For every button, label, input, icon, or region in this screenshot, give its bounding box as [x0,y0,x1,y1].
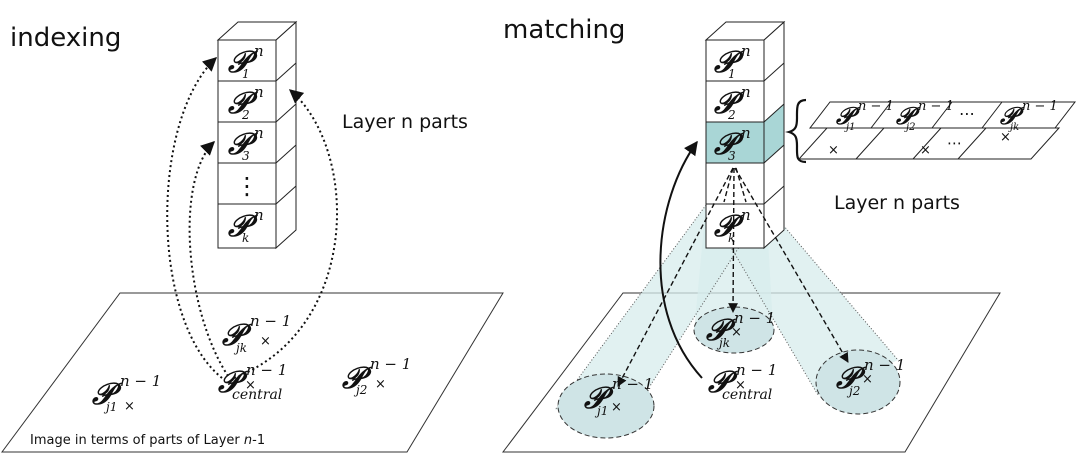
svg-text:n − 1: n − 1 [612,375,653,393]
svg-text:k: k [728,231,735,245]
svg-text:j2: j2 [353,383,367,397]
left-stack-cell: 𝒫 n 1 [217,39,277,82]
right-layer-label: Layer n parts [834,192,960,214]
svg-text:n: n [254,42,264,60]
svg-text:n − 1: n − 1 [734,309,775,327]
brace [785,98,807,164]
svg-text:×: × [260,334,271,349]
ellipse-j1 [557,373,655,439]
svg-text:n: n [741,42,751,60]
right-stack-cell-highlighted: 𝒫 n 3 [705,121,765,164]
svg-text:1: 1 [242,67,250,81]
svg-text:×: × [245,378,256,393]
svg-text:2: 2 [241,108,250,122]
svg-text:n − 1: n − 1 [246,361,287,379]
svg-text:j1: j1 [594,404,608,418]
svg-text:×: × [375,377,386,392]
indexing-heading: indexing [10,23,121,53]
left-stack-cell: 𝒫 n 3 [217,121,277,164]
left-stack-cell: ⋮ [217,162,277,205]
left-part-stack: 𝒫 n 1 𝒫 n 2 𝒫 n 3 ⋮ 𝒫 [216,20,298,250]
left-stack-cell: 𝒫 n 2 [217,80,277,123]
svg-text:j2: j2 [904,122,915,133]
table-bottom-cell: × [920,143,931,158]
svg-text:2: 2 [727,108,736,122]
svg-text:n: n [254,83,264,101]
right-stack-cell [705,162,765,205]
part-table: 𝒫 n − 1 j1 𝒫 n − 1 j2 ⋯ 𝒫 n − 1 jk × × ⋯… [797,99,1077,160]
svg-text:n: n [741,206,751,224]
svg-text:n − 1: n − 1 [864,356,905,374]
svg-text:n: n [741,124,751,142]
matching-panel: matching Layer n parts [501,15,1077,453]
table-bottom-cell: × [1000,130,1011,145]
svg-text:3: 3 [728,149,736,163]
svg-text:j2: j2 [846,384,860,398]
matching-dashed-arrows [617,167,849,387]
svg-text:jk: jk [233,341,247,355]
ellipse-jk [693,306,775,354]
svg-text:n − 1: n − 1 [120,372,161,390]
svg-text:n: n [254,124,264,142]
svg-text:n: n [254,206,264,224]
left-image-plane [1,292,504,453]
svg-text:jk: jk [716,336,730,350]
table-top-cell: ⋯ [959,104,975,123]
svg-text:j1: j1 [103,400,117,414]
indexing-panel: indexing Layer n parts Image in terms of… [1,20,504,453]
svg-text:jk: jk [1008,122,1019,133]
svg-text:3: 3 [242,149,250,163]
svg-text:×: × [611,400,622,415]
svg-text:n: n [741,83,751,101]
svg-text:n − 1: n − 1 [858,99,894,114]
central-to-part-arrow [659,140,703,379]
svg-text:⋯: ⋯ [959,104,975,123]
svg-text:central: central [232,387,282,403]
right-stack-cell: 𝒫 n 2 [705,80,765,123]
right-stack-cell: 𝒫 n k [705,203,765,249]
svg-text:⋮: ⋮ [235,172,259,200]
svg-text:n − 1: n − 1 [250,312,291,330]
table-bottom-cell: × [828,143,839,158]
right-stack-cell: 𝒫 n 1 [705,39,765,82]
svg-text:n − 1: n − 1 [918,99,954,114]
svg-text:k: k [242,231,249,245]
svg-text:n − 1: n − 1 [1022,99,1058,114]
svg-text:×: × [124,399,135,414]
ellipse-j2 [815,349,901,415]
left-plane-caption: Image in terms of parts of Layer n-1 [30,433,265,448]
svg-text:central: central [722,387,772,403]
table-bottom-cell: ⋯ [947,134,962,152]
svg-text:×: × [862,372,873,387]
left-stack-cell: 𝒫 n k [217,203,277,249]
svg-text:×: × [731,325,742,340]
svg-text:j1: j1 [844,122,855,133]
svg-text:n − 1: n − 1 [370,355,411,373]
left-layer-label: Layer n parts [342,111,468,133]
matching-heading: matching [503,15,625,45]
svg-text:n − 1: n − 1 [736,361,777,379]
svg-text:×: × [735,378,746,393]
svg-text:1: 1 [728,67,736,81]
left-dotted-arrows [166,57,339,379]
right-part-stack: 𝒫 n 1 𝒫 n 2 𝒫 n 3 𝒫 n [704,20,786,250]
